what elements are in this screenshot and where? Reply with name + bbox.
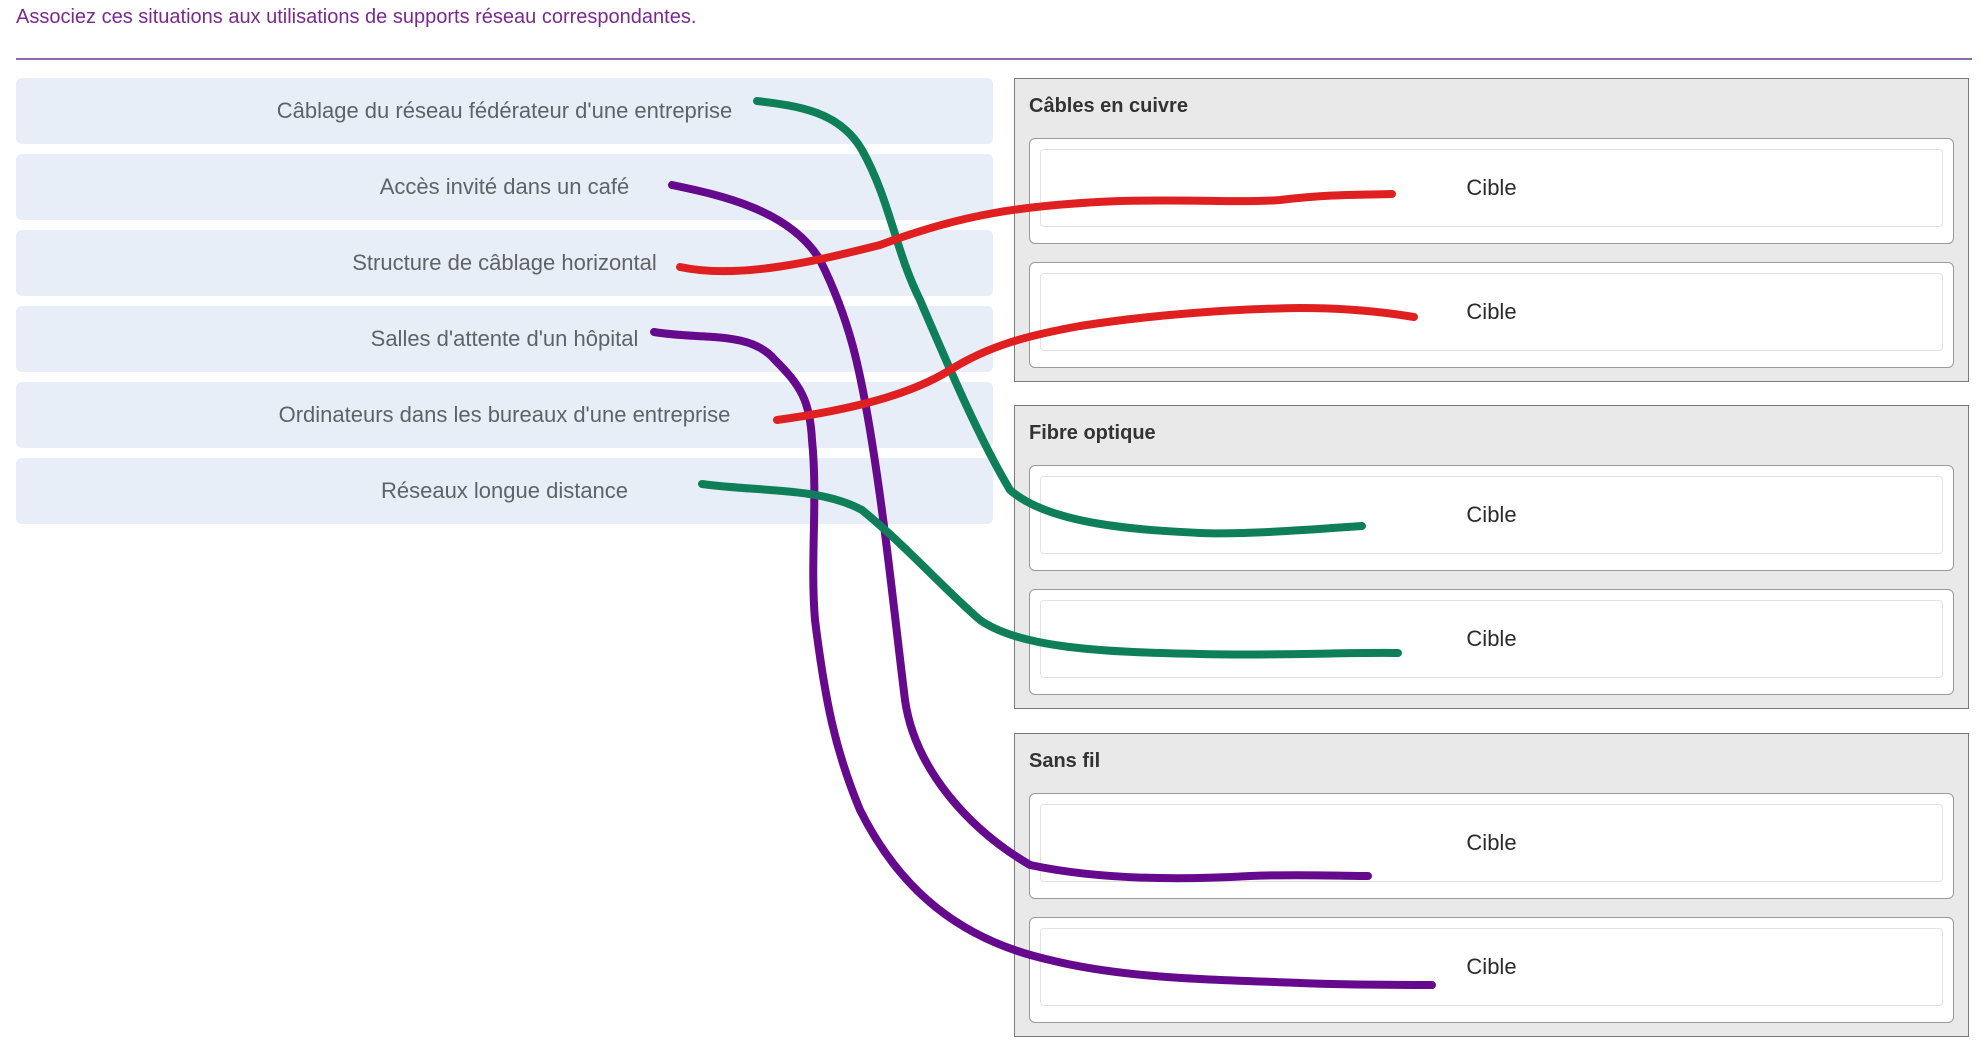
drag-item-hospital-waiting-rooms[interactable]: Salles d'attente d'un hôpital <box>16 306 993 372</box>
drop-target-wireless-1[interactable]: Cible <box>1029 793 1954 899</box>
drag-item-long-distance-networks[interactable]: Réseaux longue distance <box>16 458 993 524</box>
group-title-wireless: Sans fil <box>1029 750 1101 772</box>
drop-target-copper-2[interactable]: Cible <box>1029 262 1954 368</box>
group-copper-cables: Câbles en cuivre Cible Cible <box>1014 78 1969 382</box>
header-divider <box>16 58 1972 60</box>
drop-target-wireless-2[interactable]: Cible <box>1029 917 1954 1023</box>
group-fiber-optic: Fibre optique Cible Cible <box>1014 405 1969 709</box>
drag-item-horizontal-cabling[interactable]: Structure de câblage horizontal <box>16 230 993 296</box>
group-title-copper: Câbles en cuivre <box>1029 95 1188 117</box>
drop-target-label: Cible <box>1040 928 1943 1006</box>
drop-target-label: Cible <box>1040 600 1943 678</box>
group-wireless: Sans fil Cible Cible <box>1014 733 1969 1037</box>
drop-target-label: Cible <box>1040 476 1943 554</box>
drag-item-cafe-guest-access[interactable]: Accès invité dans un café <box>16 154 993 220</box>
drop-target-copper-1[interactable]: Cible <box>1029 138 1954 244</box>
drop-target-label: Cible <box>1040 273 1943 351</box>
drop-target-label: Cible <box>1040 149 1943 227</box>
drag-item-office-computers[interactable]: Ordinateurs dans les bureaux d'une entre… <box>16 382 993 448</box>
drop-target-fiber-1[interactable]: Cible <box>1029 465 1954 571</box>
instruction-text: Associez ces situations aux utilisations… <box>16 6 697 28</box>
drop-target-label: Cible <box>1040 804 1943 882</box>
drag-item-backbone-cabling[interactable]: Câblage du réseau fédérateur d'une entre… <box>16 78 993 144</box>
drop-target-fiber-2[interactable]: Cible <box>1029 589 1954 695</box>
group-title-fiber: Fibre optique <box>1029 422 1156 444</box>
